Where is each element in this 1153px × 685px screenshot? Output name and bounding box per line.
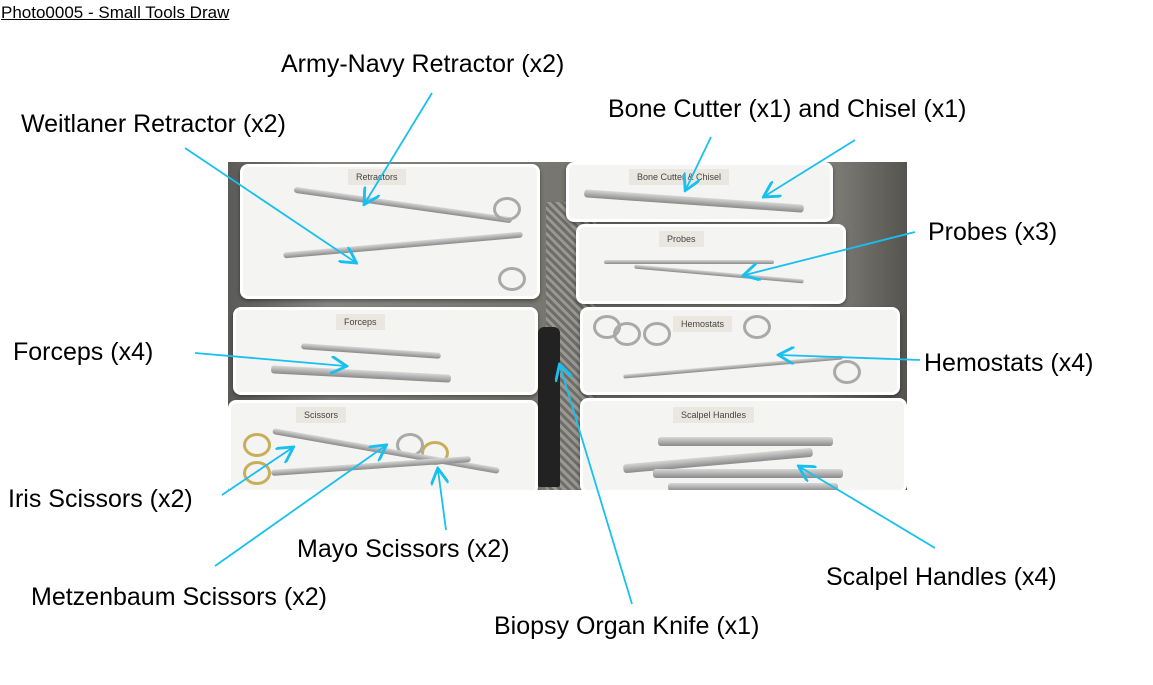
scalpel-handle	[653, 469, 843, 478]
page-title: Photo0005 - Small Tools Draw	[1, 3, 230, 22]
hemostat-ring	[613, 322, 641, 346]
tray-tag: Scissors	[296, 407, 347, 423]
label-weitlaner: Weitlaner Retractor (x2)	[21, 110, 286, 138]
scissors-ring	[243, 433, 271, 457]
arrow-army-navy	[365, 92, 433, 203]
retractor-ring	[493, 197, 521, 221]
tray-scalpel-handles: Scalpel Handles	[580, 398, 907, 490]
arrow-iris	[221, 448, 292, 496]
tray-forceps: Forceps	[233, 307, 538, 395]
label-scalpel: Scalpel Handles (x4)	[826, 563, 1057, 591]
label-mayo: Mayo Scissors (x2)	[297, 535, 510, 563]
tray-tag: Retractors	[348, 169, 406, 185]
scalpel-handle	[668, 483, 838, 490]
probe	[604, 260, 774, 264]
tray-tag: Probes	[659, 231, 704, 247]
scalpel-handle	[658, 437, 833, 446]
arrow-mayo	[438, 470, 446, 531]
arrow-probes	[745, 231, 916, 275]
arrow-forceps	[194, 352, 345, 366]
scissors-ring	[243, 461, 271, 485]
tray-hemostats: Hemostats	[580, 307, 900, 395]
arrow-scalpel	[800, 467, 936, 549]
label-army-navy: Army-Navy Retractor (x2)	[281, 50, 565, 78]
label-iris: Iris Scissors (x2)	[8, 485, 193, 513]
hemostat-ring	[743, 315, 771, 339]
tray-retractors: Retractors	[240, 164, 540, 299]
hemostat-ring	[643, 322, 671, 346]
arrow-biopsy	[560, 366, 633, 605]
tray-tag: Bone Cutter & Chisel	[629, 169, 730, 185]
arrow-bone-cutter	[686, 136, 712, 189]
arrow-metzenbaum	[214, 446, 385, 567]
tray-tag: Forceps	[336, 314, 385, 330]
tray-bone-cutter: Bone Cutter & Chisel	[566, 162, 833, 222]
tray-tag: Hemostats	[673, 316, 733, 332]
arrow-chisel	[765, 139, 856, 196]
retractor-ring	[498, 267, 526, 291]
arrow-weitlaner	[184, 147, 355, 262]
label-probes: Probes (x3)	[928, 218, 1058, 246]
label-forceps: Forceps (x4)	[13, 338, 154, 366]
label-hemostats: Hemostats (x4)	[924, 349, 1094, 377]
arrow-hemostats	[780, 355, 921, 360]
tray-probes: Probes	[576, 224, 846, 304]
label-metzenbaum: Metzenbaum Scissors (x2)	[31, 583, 327, 611]
label-bone-cutter: Bone Cutter (x1) and Chisel (x1)	[608, 95, 967, 123]
label-biopsy: Biopsy Organ Knife (x1)	[494, 612, 760, 640]
tray-tag: Scalpel Handles	[673, 407, 755, 423]
hemostat-ring	[833, 360, 861, 384]
